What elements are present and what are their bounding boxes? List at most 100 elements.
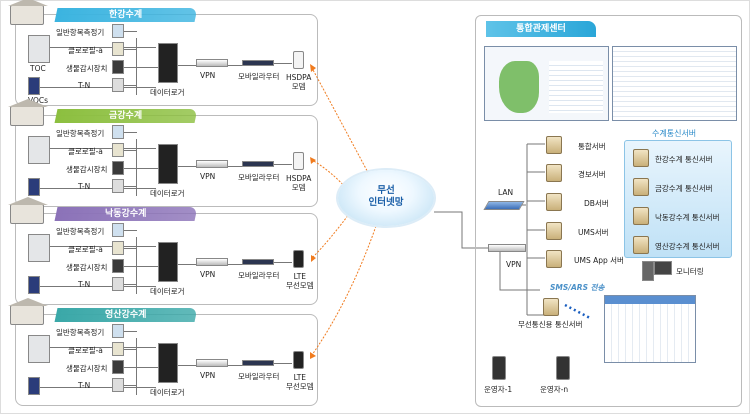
wireless-internet-cloud: 무선 인터넷망 <box>338 170 434 226</box>
server-label: 경보서버 <box>578 170 606 179</box>
instrument-icon <box>112 360 124 374</box>
instrument-icon <box>112 125 124 139</box>
korea-map <box>499 61 539 113</box>
lan-switch <box>483 201 525 210</box>
analyzer-cabinet-icon <box>28 35 50 63</box>
voc-analyzer-icon <box>28 77 40 95</box>
phone-icon <box>556 356 570 380</box>
data-logger-icon <box>158 43 178 83</box>
basin-panel: 금강수계 일반항목측정기 클로로필-a 생물감시장치 T-N 데이터로거 VPN… <box>8 99 318 207</box>
station-house-icon <box>8 99 48 126</box>
analyzer-cabinet-icon <box>28 136 50 164</box>
cloud-label-2: 인터넷망 <box>368 197 404 208</box>
vpn-label: VPN <box>200 172 216 181</box>
comm-server-label: 영산강수계 통신서버 <box>655 242 720 251</box>
data-logger-label: 데이터로거 <box>150 88 185 97</box>
operator-1-label: 운영자-1 <box>484 385 513 394</box>
instrument-label: T-N <box>78 81 91 90</box>
dashboard-table-screenshot <box>612 46 737 121</box>
basin-panel: 영산강수계 일반항목측정기 클로로필-a 생물감시장치 T-N 데이터로거 VP… <box>8 298 318 406</box>
instrument-icon <box>112 24 124 38</box>
instrument-icon <box>112 60 124 74</box>
modem-label: LTE 무선모뎀 <box>286 272 314 290</box>
modem-icon <box>293 152 304 170</box>
cloud-label-1: 무선 <box>377 185 395 196</box>
vpn-device <box>196 359 228 367</box>
vpn-label: VPN <box>200 270 216 279</box>
voc-analyzer-icon <box>28 377 40 395</box>
modem-label: HSDPA 모뎀 <box>286 73 312 91</box>
station-house-icon <box>8 197 48 224</box>
basin-panel: 낙동강수계 일반항목측정기 클로로필-a 생물감시장치 T-N 데이터로거 VP… <box>8 197 318 305</box>
comm-server-icon <box>633 178 649 196</box>
instrument-label: 클로로필-a <box>68 46 103 55</box>
comm-server-title: 수계통신서버 <box>652 129 697 138</box>
instrument-label: T-N <box>78 182 91 191</box>
instrument-icon <box>112 277 124 291</box>
instrument-label: T-N <box>78 280 91 289</box>
vpn-device <box>488 244 526 252</box>
vpn-label: VPN <box>200 371 216 380</box>
comm-server-icon <box>633 149 649 167</box>
server-icon <box>546 164 562 182</box>
instrument-icon <box>112 161 124 175</box>
comm-server-label: 금강수계 통신서버 <box>655 184 713 193</box>
instrument-label: 생물감시장치 <box>66 64 108 73</box>
lan-label: LAN <box>498 188 514 197</box>
mobile-router-icon <box>242 360 274 366</box>
instrument-label: 일반항목측정기 <box>56 227 105 236</box>
basin-panel: 한강수계 TOCVOCs 일반항목측정기 클로로필-a 생물감시장치 T-N 데… <box>8 0 318 106</box>
mobile-router-icon <box>242 259 274 265</box>
instrument-icon <box>112 179 124 193</box>
modem-icon <box>293 351 304 369</box>
instrument-label: 일반항목측정기 <box>56 328 105 337</box>
center-vpn-label: VPN <box>506 260 522 269</box>
server-label: DB서버 <box>584 199 609 208</box>
arrow-nakdong <box>311 209 353 259</box>
instrument-label: T-N <box>78 381 91 390</box>
instrument-icon <box>112 78 124 92</box>
instrument-icon <box>112 324 124 338</box>
instrument-icon <box>112 378 124 392</box>
arrow-yeongsan <box>311 225 377 356</box>
server-label: UMS App 서버 <box>574 256 624 265</box>
instrument-icon <box>112 223 124 237</box>
mobile-router-label: 모바일라우터 <box>238 271 280 280</box>
instrument-label: 클로로필-a <box>68 147 103 156</box>
mobile-router-label: 모바일라우터 <box>238 173 280 182</box>
control-center-title: 통합관제센터 <box>486 21 596 37</box>
toc-label: TOC <box>30 64 46 73</box>
wireless-server-icon <box>543 298 559 316</box>
instrument-icon <box>112 143 124 157</box>
server-icon <box>546 222 562 240</box>
instrument-label: 생물감시장치 <box>66 165 108 174</box>
mobile-router-icon <box>242 161 274 167</box>
monitoring-monitor-icon <box>654 261 672 275</box>
comm-server-icon <box>633 207 649 225</box>
instrument-label: 클로로필-a <box>68 245 103 254</box>
mobile-router-label: 모바일라우터 <box>238 372 280 381</box>
analyzer-cabinet-icon <box>28 234 50 262</box>
comm-server-label: 낙동강수계 통신서버 <box>655 213 720 222</box>
mobile-router-icon <box>242 60 274 66</box>
instrument-label: 일반항목측정기 <box>56 28 105 37</box>
station-house-icon <box>8 0 48 25</box>
data-logger-icon <box>158 242 178 282</box>
arrow-han <box>311 67 373 181</box>
data-logger-icon <box>158 144 178 184</box>
server-icon <box>546 136 562 154</box>
instrument-icon <box>112 259 124 273</box>
phone-icon <box>492 356 506 380</box>
monitoring-label: 모니터링 <box>676 267 704 276</box>
modem-label: HSDPA 모뎀 <box>286 174 312 192</box>
comm-server-icon <box>633 236 649 254</box>
monitoring-pc-tower <box>642 261 654 281</box>
server-icon <box>546 250 562 268</box>
comm-server-label: 한강수계 통신서버 <box>655 155 713 164</box>
instrument-label: 생물감시장치 <box>66 364 108 373</box>
sms-screen <box>604 295 696 363</box>
data-logger-label: 데이터로거 <box>150 388 185 397</box>
instrument-label: 일반항목측정기 <box>56 129 105 138</box>
